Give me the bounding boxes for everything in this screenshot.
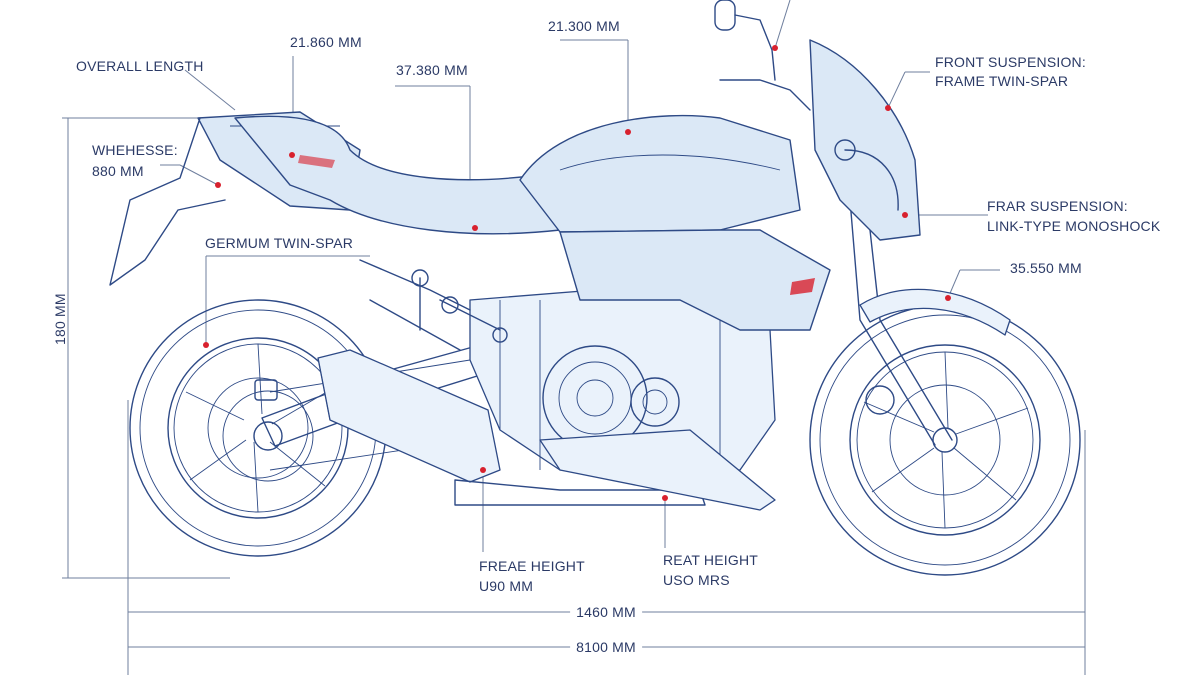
callout-dots xyxy=(203,45,951,501)
dim-35550-label: 35.550 MM xyxy=(1010,260,1082,276)
reat-height-value: USO MRS xyxy=(663,572,730,588)
dim-21860-label: 21.860 MM xyxy=(290,34,362,50)
overall-length-label: OVERALL LENGTH xyxy=(76,58,204,74)
fuel-tank xyxy=(519,114,801,233)
bottom-dimension-2: 8100 MM xyxy=(570,639,642,656)
rear-suspension-value: LINK-TYPE MONOSHOCK xyxy=(987,218,1161,234)
handlebar xyxy=(714,0,811,111)
front-suspension-value: FRAME TWIN-SPAR xyxy=(935,73,1069,89)
brand-decal xyxy=(298,155,815,295)
frame-label: GERMUM TWIN-SPAR xyxy=(205,235,354,251)
rear-suspension-title: FRAR SUSPENSION: xyxy=(987,198,1128,214)
front-wheel xyxy=(809,304,1081,576)
seat xyxy=(234,115,561,235)
bottom-dimension-1: 1460 MM xyxy=(570,604,642,621)
front-cowl xyxy=(809,39,921,241)
front-suspension-title: FRONT SUSPENSION: xyxy=(935,54,1086,70)
vertical-dimension-label: 180 MM xyxy=(52,293,68,345)
dim-21300-label: 21.300 MM xyxy=(548,18,620,34)
exhaust xyxy=(317,349,706,506)
wheelbase-title: WHEHESSE: xyxy=(92,142,178,158)
dim-37380-label: 37.380 MM xyxy=(396,62,468,78)
reat-height-title: REAT HEIGHT xyxy=(663,552,759,568)
wheelbase-value: 880 MM xyxy=(92,163,144,179)
freae-height-value: U90 MM xyxy=(479,578,534,594)
freae-height-title: FREAE HEIGHT xyxy=(479,558,585,574)
rear-brake xyxy=(222,379,314,482)
side-fairing xyxy=(539,229,831,511)
frame xyxy=(359,259,508,351)
